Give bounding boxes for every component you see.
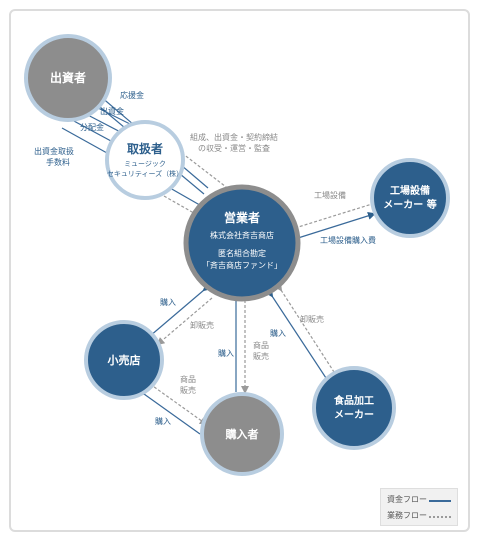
node-operator-label: 営業者 (224, 210, 260, 225)
node-food-label1: 食品加工 (333, 394, 374, 407)
label-fee2: 手数料 (46, 157, 70, 167)
node-equipment-label1: 工場設備 (390, 184, 430, 197)
label-support: 応援金 (120, 90, 144, 100)
node-operator: 営業者 株式会社斉吉商店 匿名組合勘定 「斉吉商店ファンド」 (183, 184, 301, 302)
node-retailer-label: 小売店 (107, 353, 141, 367)
node-investor-label: 出資者 (50, 70, 86, 85)
label-contract2: の収受・運営・監査 (198, 143, 270, 153)
label-retail-buyer-purchase: 購入 (155, 416, 171, 426)
label-food-wholesale: 卸販売 (300, 314, 324, 324)
label-equip-payment: 工場設備購入費 (320, 235, 376, 245)
node-equipment-label2: メーカー 等 (383, 198, 436, 211)
node-buyer: 購入者 (200, 392, 284, 476)
legend-business: 業務フロー (387, 510, 427, 522)
legend-money-label: 資金フロー (387, 495, 427, 504)
node-operator-sub3: 「斉吉商店ファンド」 (202, 260, 282, 270)
label-goods2: 販売 (253, 351, 269, 361)
label-fee1: 出資金取扱 (34, 146, 74, 156)
line-retail-buyer-1 (149, 383, 208, 426)
node-retailer: 小売店 (84, 320, 164, 400)
node-food-label2: メーカー (334, 409, 374, 421)
label-retail-purchase: 購入 (160, 297, 176, 307)
label-investment: 出資金 (100, 106, 124, 116)
node-buyer-label: 購入者 (225, 427, 259, 441)
line-food-2 (274, 282, 335, 373)
line-retail-buyer-2 (136, 387, 201, 435)
line-food-1 (265, 288, 327, 379)
label-retail-goods1: 商品 (180, 374, 196, 384)
line-retail-1 (149, 283, 212, 337)
line-contract (177, 149, 231, 191)
label-goods1: 商品 (253, 340, 269, 350)
node-investor: 出資者 (24, 34, 112, 122)
legend-business-line (429, 516, 451, 518)
node-food: 食品加工 メーカー (312, 366, 396, 450)
legend-business-label: 業務フロー (387, 511, 427, 520)
legend: 資金フロー 業務フロー (380, 488, 458, 526)
node-equipment: 工場設備 メーカー 等 (370, 158, 450, 238)
legend-money-line (429, 500, 451, 502)
label-retail-wholesale: 卸販売 (190, 320, 214, 330)
legend-money: 資金フロー (387, 494, 427, 506)
label-retail-goods2: 販売 (180, 385, 196, 395)
flow-labels: 応援金 出資金 分配金 出資金取扱 手数料 組成、出資金・契約締結 の収受・運営… (34, 90, 376, 426)
node-handler-sub1: ミュージック (124, 160, 166, 168)
line-equip-2 (297, 211, 376, 239)
node-handler-sub2: セキュリティーズ（株） (107, 169, 183, 178)
label-equip-purchase: 工場設備 (314, 190, 346, 200)
label-buyer-purchase: 購入 (218, 348, 234, 358)
node-handler: 取扱者 ミュージック セキュリティーズ（株） (105, 120, 185, 200)
node-handler-label: 取扱者 (127, 141, 163, 156)
line-retail-2 (156, 297, 213, 346)
node-operator-sub2: 匿名組合勘定 (218, 248, 266, 258)
label-contract1: 組成、出資金・契約締結 (190, 132, 278, 142)
node-operator-sub1: 株式会社斉吉商店 (210, 230, 274, 240)
line-equip-1 (288, 203, 373, 234)
label-distribution: 分配金 (80, 122, 104, 132)
label-food-purchase: 購入 (270, 328, 286, 338)
